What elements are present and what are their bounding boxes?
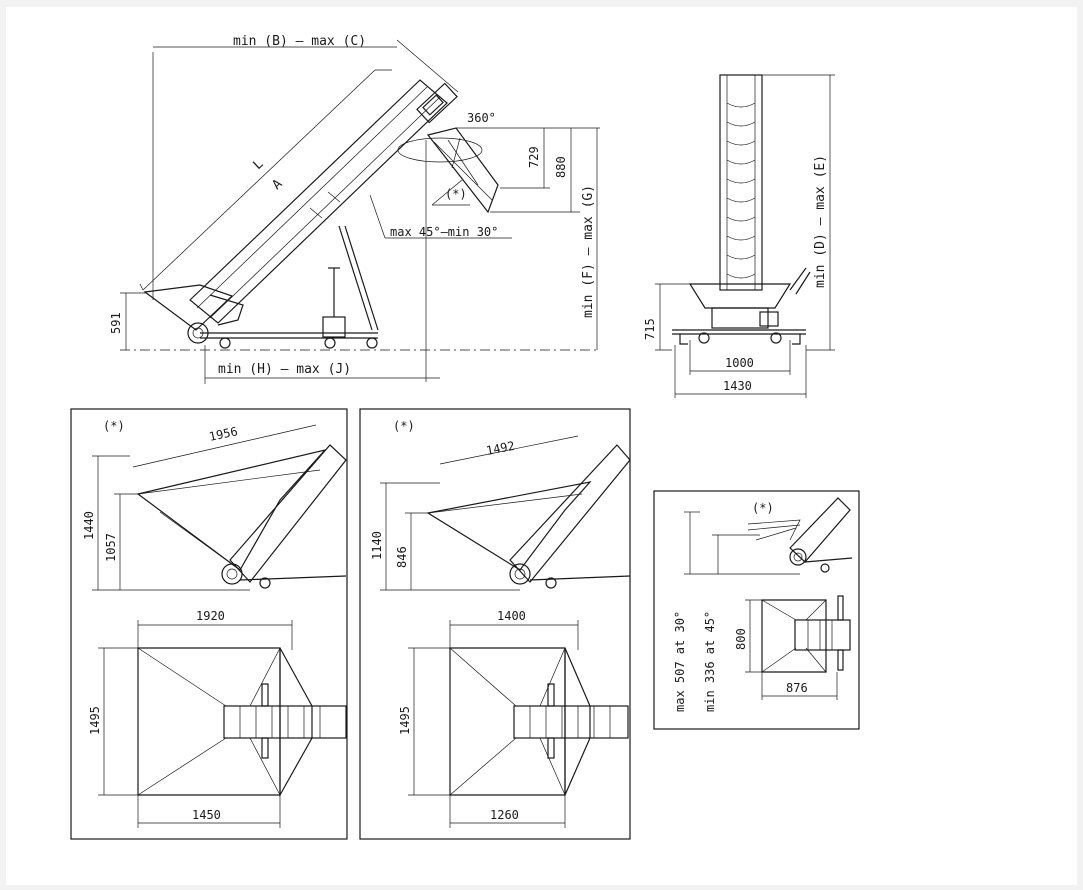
panel-a-1956: 1956 (208, 424, 239, 444)
panel-b-1495: 1495 (398, 706, 412, 735)
panel-a-1057: 1057 (104, 533, 118, 562)
side-view: min (B) – max (C) L A 360° 729 880 (109, 34, 600, 384)
panel-a-1450: 1450 (192, 808, 221, 822)
panel-a-1495: 1495 (88, 706, 102, 735)
front-view: min (D) – max (E) 715 1000 1430 (643, 74, 835, 398)
panel-b-1400: 1400 (497, 609, 526, 623)
label-1430: 1430 (723, 379, 752, 393)
label-height-DE: min (D) – max (E) (813, 155, 828, 288)
label-rotation: 360° (467, 111, 496, 125)
panel-b-1140: 1140 (370, 531, 384, 560)
label-angle-note: (*) (445, 187, 467, 201)
panel-c-max: max 507 at 30° (673, 611, 687, 712)
panel-a-1920: 1920 (196, 609, 225, 623)
panel-c-note: (*) (752, 501, 774, 515)
label-top-width: min (B) – max (C) (233, 34, 366, 49)
panel-c-800: 800 (734, 628, 748, 650)
label-A: A (269, 176, 285, 192)
label-591: 591 (109, 312, 123, 334)
label-height-FG: min (F) – max (G) (581, 185, 596, 318)
panel-c-876: 876 (786, 681, 808, 695)
panel-a-1440: 1440 (82, 511, 96, 540)
label-729: 729 (527, 146, 541, 168)
panel-b: (*) 1492 1140 846 1400 (359, 408, 631, 840)
drawing-sheet: min (B) – max (C) L A 360° 729 880 (6, 7, 1077, 885)
panel-b-1260: 1260 (490, 808, 519, 822)
label-L: L (250, 156, 266, 172)
technical-drawing: min (B) – max (C) L A 360° 729 880 (70, 34, 860, 840)
panel-c: (*) max 507 at 30° min 336 at 45° 800 (653, 490, 860, 730)
panel-a-note: (*) (103, 419, 125, 433)
panel-b-note: (*) (393, 419, 415, 433)
label-bottom-reach: min (H) – max (J) (218, 362, 351, 377)
label-angle-range: max 45°–min 30° (390, 225, 498, 239)
label-880: 880 (554, 156, 568, 178)
panel-b-1492: 1492 (485, 439, 516, 458)
label-715: 715 (643, 318, 657, 340)
label-1000: 1000 (725, 356, 754, 370)
panel-b-846: 846 (395, 546, 409, 568)
panel-c-min: min 336 at 45° (703, 611, 717, 712)
panel-a: (*) 1956 1440 1057 (70, 408, 348, 840)
